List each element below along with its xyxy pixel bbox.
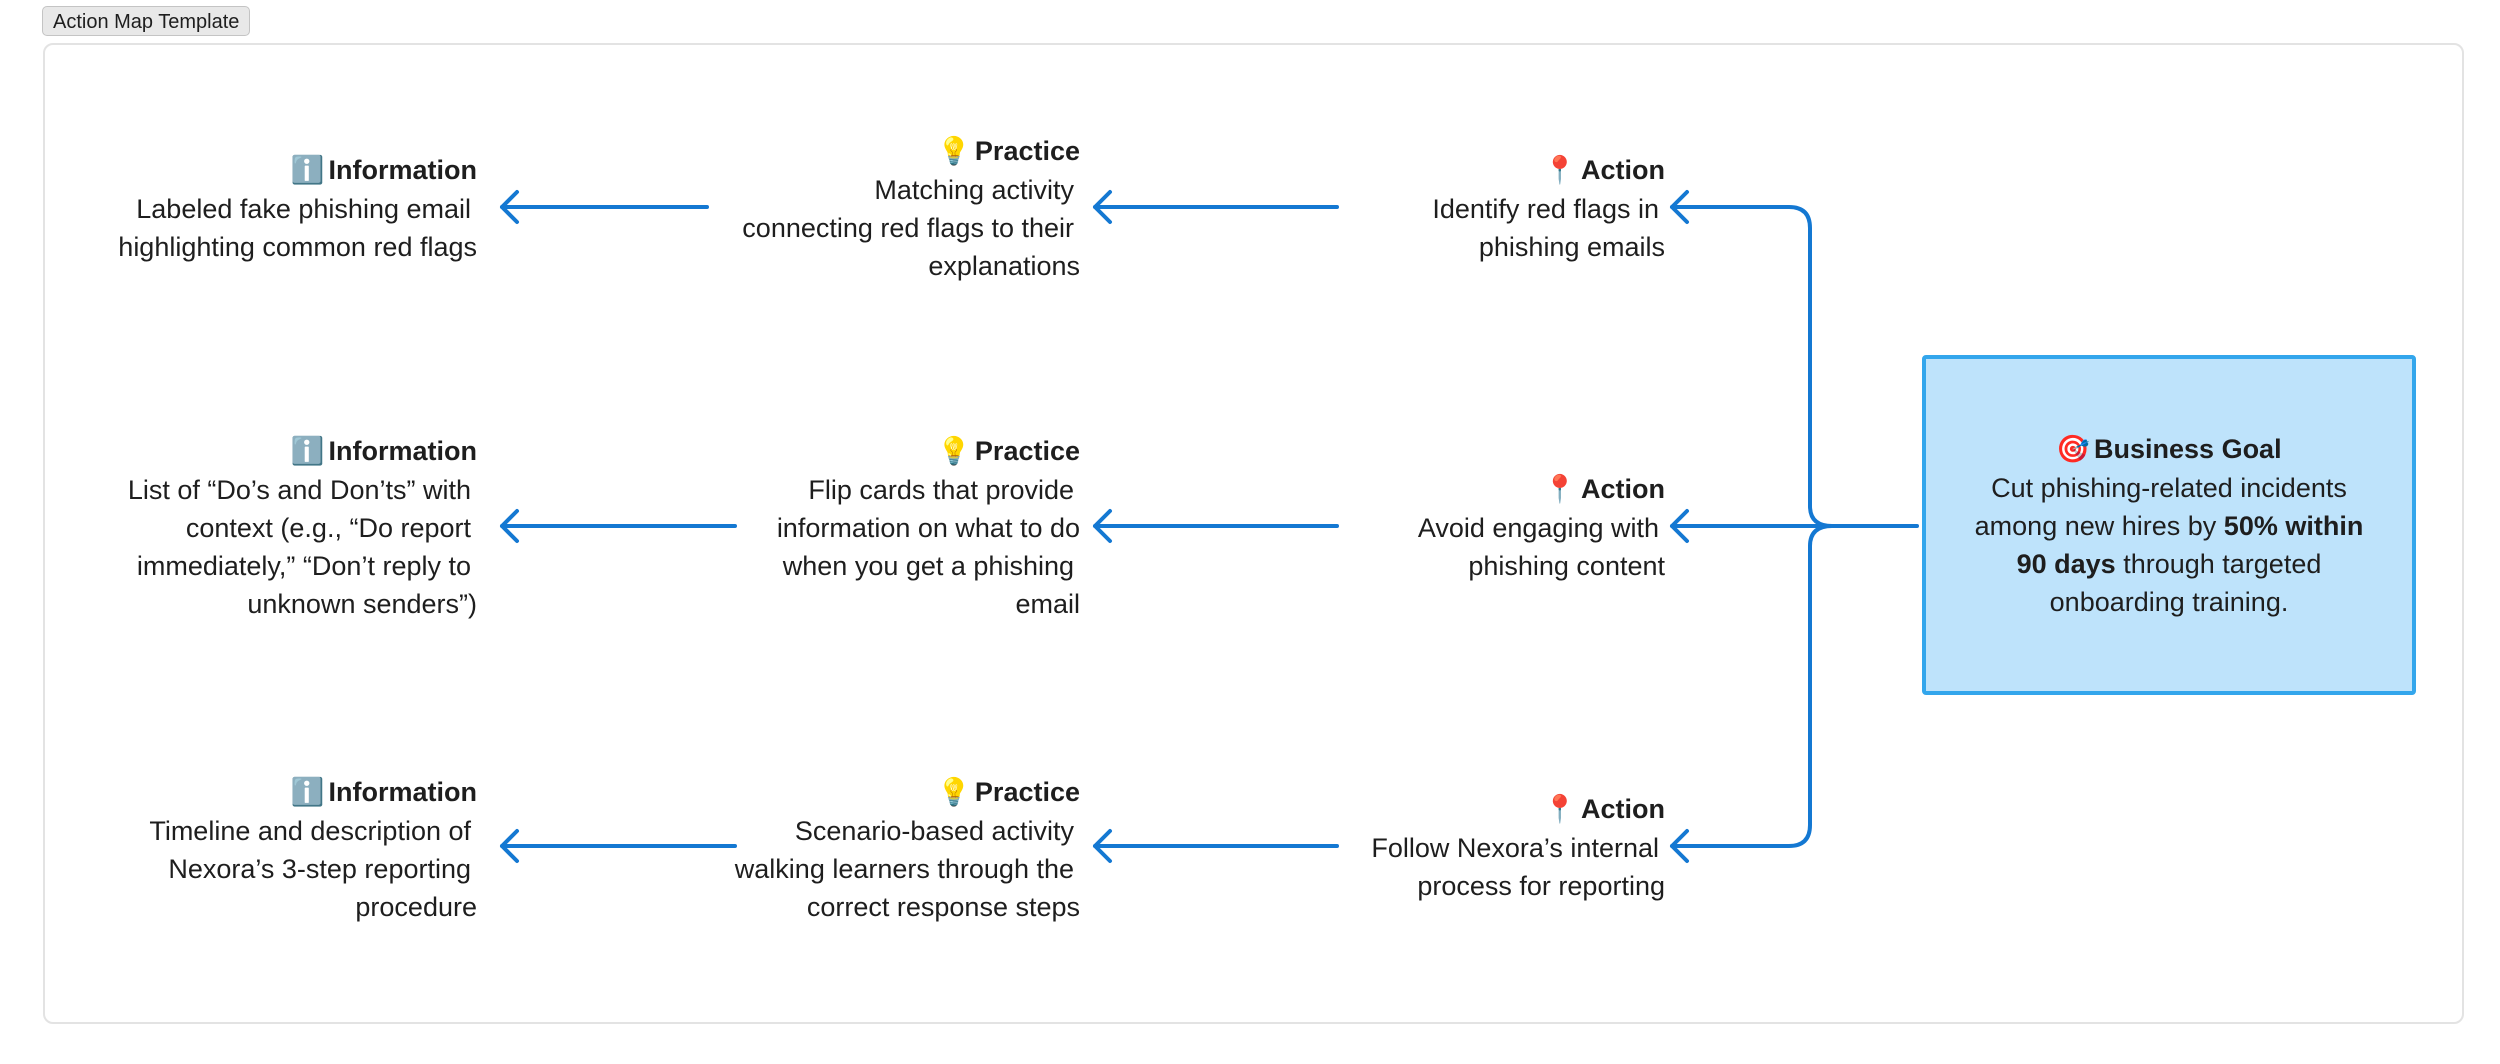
business-goal-text: Cut phishing-related incidents among new… (1974, 472, 2364, 617)
pin-icon: 📍 (1543, 474, 1577, 505)
info-icon: ℹ️ (290, 777, 325, 808)
arrowhead-practice-2 (1093, 509, 1112, 543)
lightbulb-icon: 💡 (937, 136, 971, 167)
action-node-2: 📍Action Avoid engaging with phishing con… (1417, 474, 1665, 581)
arrowhead-practice-1 (1093, 190, 1112, 224)
connector-goal-action-1 (1670, 205, 1834, 528)
canvas-frame (43, 43, 2464, 1024)
arrowhead-action-2 (1670, 509, 1689, 543)
lightbulb-icon: 💡 (937, 436, 971, 467)
arrowhead-information-3 (500, 829, 519, 863)
business-goal-box: 🎯Business Goal Cut phishing-related inci… (1922, 355, 2416, 695)
arrowhead-action-3 (1670, 829, 1689, 863)
pin-icon: 📍 (1543, 794, 1577, 825)
arrowhead-action-1 (1670, 190, 1689, 224)
arrowhead-information-2 (500, 509, 519, 543)
connector-goal-action-3 (1670, 524, 1834, 848)
info-icon: ℹ️ (290, 436, 325, 467)
practice-node-2: 💡Practice Flip cards that provide inform… (776, 436, 1080, 619)
arrowhead-information-1 (500, 190, 519, 224)
lightbulb-icon: 💡 (937, 777, 971, 808)
action-node-3: 📍Action Follow Nexora’s internal process… (1371, 794, 1665, 901)
info-icon: ℹ️ (290, 155, 325, 186)
target-icon: 🎯 (2056, 433, 2091, 465)
practice-node-3: 💡Practice Scenario-based activity walkin… (734, 777, 1080, 922)
information-node-2: ℹ️Information List of “Do’s and Don’ts” … (127, 436, 477, 619)
action-node-1: 📍Action Identify red flags in phishing e… (1432, 155, 1665, 262)
arrowhead-practice-3 (1093, 829, 1112, 863)
practice-node-1: 💡Practice Matching activity connecting r… (742, 136, 1080, 281)
information-node-1: ℹ️Information Labeled fake phishing emai… (118, 155, 477, 262)
template-label: Action Map Template (42, 6, 251, 36)
information-node-3: ℹ️Information Timeline and description o… (149, 777, 477, 922)
pin-icon: 📍 (1543, 155, 1577, 186)
